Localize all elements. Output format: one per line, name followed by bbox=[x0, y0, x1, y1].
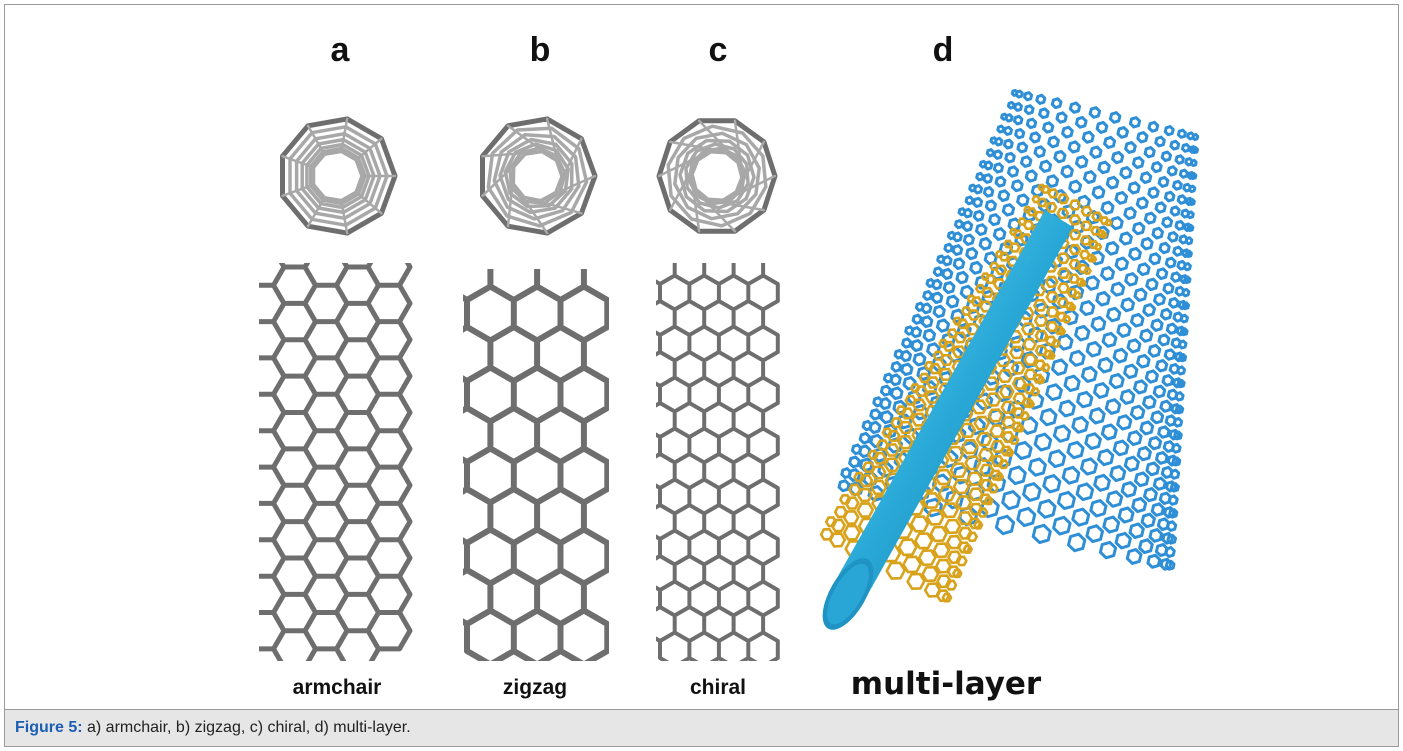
panel-letter-c: c bbox=[709, 31, 728, 70]
chiral-end-view bbox=[659, 121, 775, 231]
panel-letter-b: b bbox=[530, 31, 551, 70]
panel-name-zigzag: zigzag bbox=[503, 676, 567, 700]
figure-frame: a b c d armchair zigzag chiral multi-lay… bbox=[4, 4, 1399, 747]
panel-name-chiral: chiral bbox=[690, 676, 746, 700]
zigzag-side-view bbox=[444, 246, 608, 665]
panel-letter-a: a bbox=[331, 31, 350, 70]
figure-caption: Figure 5: a) armchair, b) zigzag, c) chi… bbox=[5, 709, 1398, 746]
panel-letter-d: d bbox=[933, 31, 954, 70]
panel-name-armchair: armchair bbox=[293, 676, 382, 700]
chiral-side-view bbox=[645, 250, 778, 667]
caption-label: Figure 5: bbox=[15, 719, 83, 736]
armchair-side-view bbox=[242, 249, 410, 667]
caption-text: a) armchair, b) zigzag, c) chiral, d) mu… bbox=[83, 719, 411, 736]
panel-name-multi-layer: multi-layer bbox=[851, 666, 1041, 702]
armchair-end-view bbox=[283, 119, 396, 233]
multi-layer-tube bbox=[812, 91, 1197, 638]
nanotube-artwork bbox=[5, 5, 1398, 709]
nanotube-illustration: a b c d armchair zigzag chiral multi-lay… bbox=[5, 5, 1398, 709]
zigzag-end-view bbox=[483, 119, 596, 233]
